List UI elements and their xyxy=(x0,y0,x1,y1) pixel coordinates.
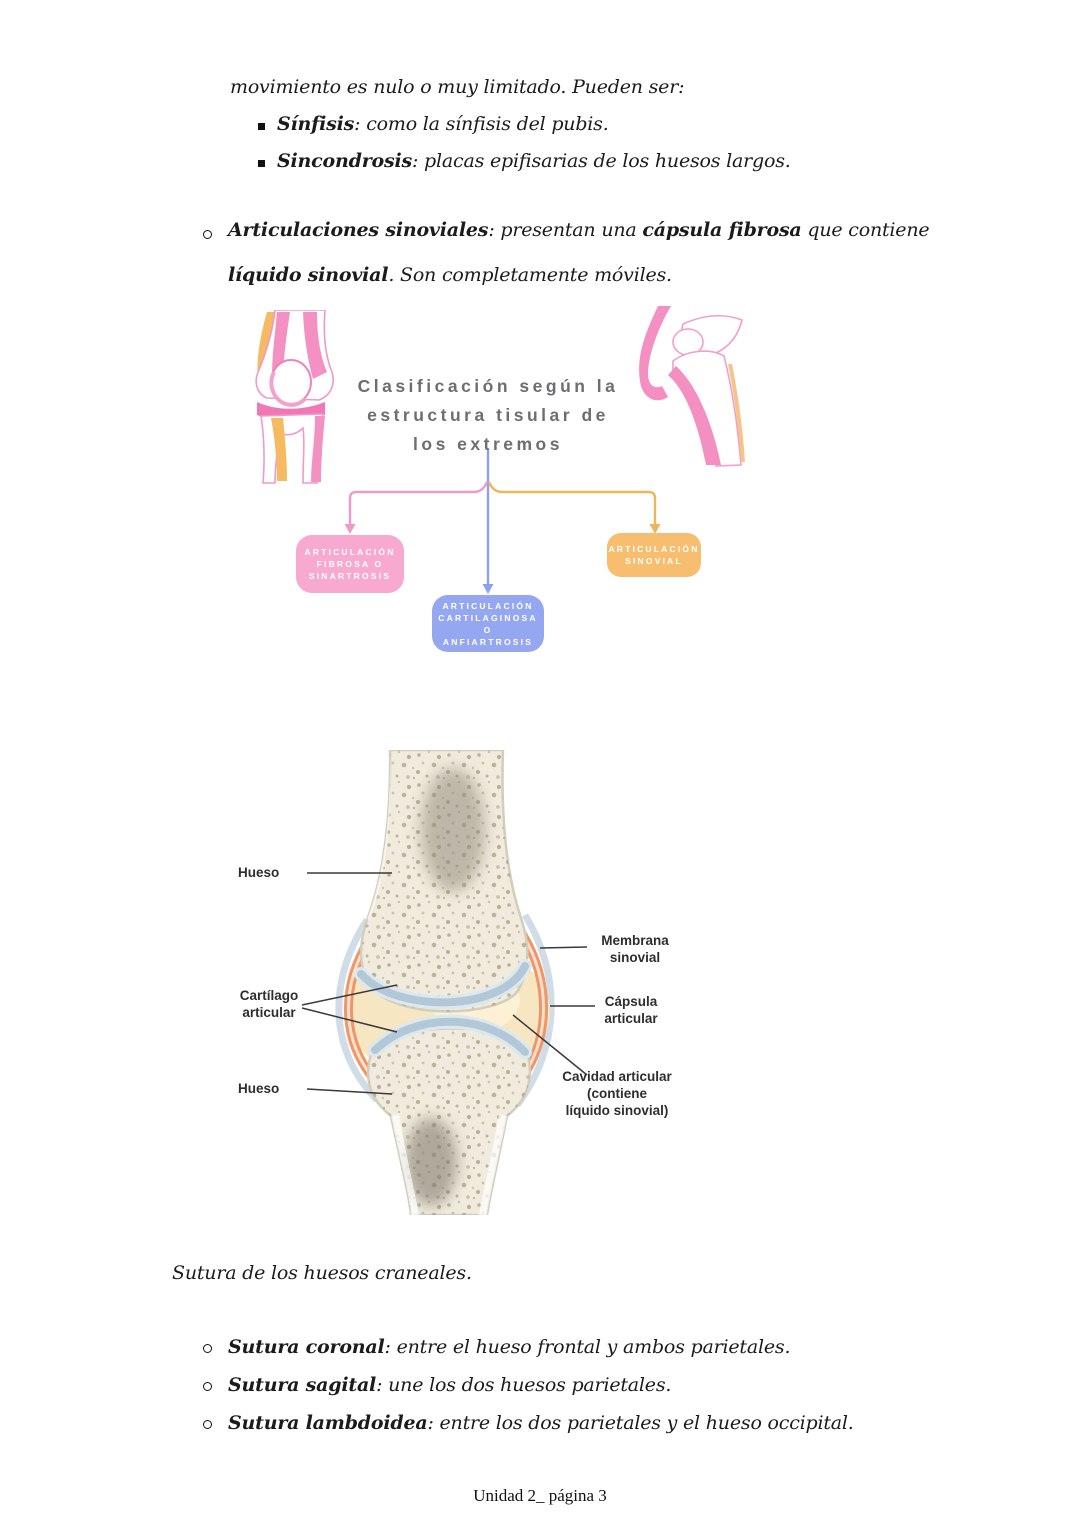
diagram-title: Clasificación según la estructura tisula… xyxy=(352,372,624,459)
diagram-title-line: los extremos xyxy=(413,434,563,454)
diagram-title-line: Clasificación según la xyxy=(357,376,619,396)
bullet-sutura-lambdoidea: Sutura lambdoidea: entre los dos parieta… xyxy=(228,1412,854,1434)
bold-segment: cápsula fibrosa xyxy=(642,219,802,241)
text-segment: . Son completamente móviles. xyxy=(388,264,672,286)
term-rest: : placas epifisarias de los huesos largo… xyxy=(412,150,791,172)
box-articulacion-sinovial: ARTICULACIÓN SINOVIAL xyxy=(607,533,701,577)
circle-bullet-icon xyxy=(203,1420,212,1429)
label-membrana-sinovial: Membrana sinovial xyxy=(588,932,682,966)
label-line: sinovial xyxy=(609,950,661,965)
label-line: Membrana xyxy=(601,933,669,948)
square-bullet-icon xyxy=(258,123,265,130)
box-articulacion-fibrosa: ARTICULACIÓN FIBROSA O SINARTROSIS xyxy=(296,535,404,593)
sutura-heading: Sutura de los huesos craneales. xyxy=(172,1262,472,1284)
term: Sutura coronal xyxy=(228,1336,385,1358)
box-label-line: ANFIARTROSIS xyxy=(442,636,534,647)
square-bullet-icon xyxy=(258,160,265,167)
label-hueso-bottom: Hueso xyxy=(238,1080,302,1097)
knee-illustration-left xyxy=(255,310,335,484)
synovial-joint-illustration xyxy=(301,750,595,1215)
page-footer: Unidad 2_ página 3 xyxy=(473,1486,607,1505)
label-cavidad-articular: Cavidad articular (contiene líquido sino… xyxy=(552,1068,682,1119)
joint-capsule-shape xyxy=(335,918,380,1103)
term-rest: : entre el hueso frontal y ambos parieta… xyxy=(384,1336,791,1358)
articular-cartilage-shape xyxy=(371,1017,529,1056)
box-label-line: CARTILAGINOSA O xyxy=(438,612,538,635)
sub-bullet-sincondrosis: Sincondrosis: placas epifisarias de los … xyxy=(277,150,791,172)
bold-segment: líquido sinovial xyxy=(228,264,389,286)
bullet-articulaciones-sinoviales: Articulaciones sinoviales: presentan una… xyxy=(228,208,934,298)
label-line: Hueso xyxy=(238,865,280,880)
box-label-line: ARTICULACIÓN xyxy=(608,544,700,554)
term: Articulaciones sinoviales xyxy=(228,219,489,241)
label-line: Cápsula xyxy=(604,994,658,1009)
circle-bullet-icon xyxy=(203,1344,212,1353)
label-line: Cartílago xyxy=(239,988,299,1003)
label-line: Cavidad articular xyxy=(562,1069,672,1084)
term: Sincondrosis xyxy=(277,150,412,172)
box-label-line: ARTICULACIÓN xyxy=(442,600,534,611)
label-capsula-articular: Cápsula articular xyxy=(598,993,664,1027)
term-rest: : entre los dos parietales y el hueso oc… xyxy=(427,1412,854,1434)
arrow-down-icon xyxy=(482,584,494,594)
label-line: articular xyxy=(604,1011,658,1026)
term: Sutura lambdoidea xyxy=(228,1412,428,1434)
box-label-line: SINOVIAL xyxy=(625,556,683,566)
circle-bullet-icon xyxy=(203,1382,212,1391)
articular-cartilage-shape xyxy=(357,962,529,1007)
label-cartilago-articular: Cartílago articular xyxy=(238,987,300,1021)
label-line: articular xyxy=(242,1005,296,1020)
arrow-down-icon xyxy=(344,524,356,534)
joint-capsule-shape xyxy=(514,913,555,1108)
term: Sutura sagital xyxy=(228,1374,377,1396)
box-label-line: SINARTROSIS xyxy=(308,571,392,581)
classification-connector-lines xyxy=(344,450,661,594)
knee-illustration-right xyxy=(639,306,745,467)
text-segment: : presentan una xyxy=(488,219,643,241)
intro-line: movimiento es nulo o muy limitado. Puede… xyxy=(230,76,685,98)
term: Sínfisis xyxy=(277,113,355,135)
term-rest: : une los dos huesos parietales. xyxy=(376,1374,672,1396)
label-hueso-top: Hueso xyxy=(238,864,302,881)
box-label-line: ARTICULACIÓN xyxy=(304,547,396,557)
text-segment: que contiene xyxy=(801,219,930,241)
label-line: (contiene xyxy=(586,1086,647,1101)
label-line: líquido sinovial) xyxy=(565,1103,669,1118)
term-rest: : como la sínfisis del pubis. xyxy=(354,113,609,135)
label-line: Hueso xyxy=(238,1081,280,1096)
sub-bullet-sinfisis: Sínfisis: como la sínfisis del pubis. xyxy=(277,113,609,135)
bullet-sutura-sagital: Sutura sagital: une los dos huesos parie… xyxy=(228,1374,671,1396)
label-pointer-lines xyxy=(301,872,595,1095)
box-articulacion-cartilaginosa: ARTICULACIÓN CARTILAGINOSA O ANFIARTROSI… xyxy=(432,595,544,652)
diagram-title-line: estructura tisular de xyxy=(367,405,609,425)
arrow-down-icon xyxy=(649,524,661,534)
box-label-line: FIBROSA O xyxy=(316,559,384,569)
bullet-sutura-coronal: Sutura coronal: entre el hueso frontal y… xyxy=(228,1336,791,1358)
circle-bullet-icon xyxy=(203,230,212,239)
